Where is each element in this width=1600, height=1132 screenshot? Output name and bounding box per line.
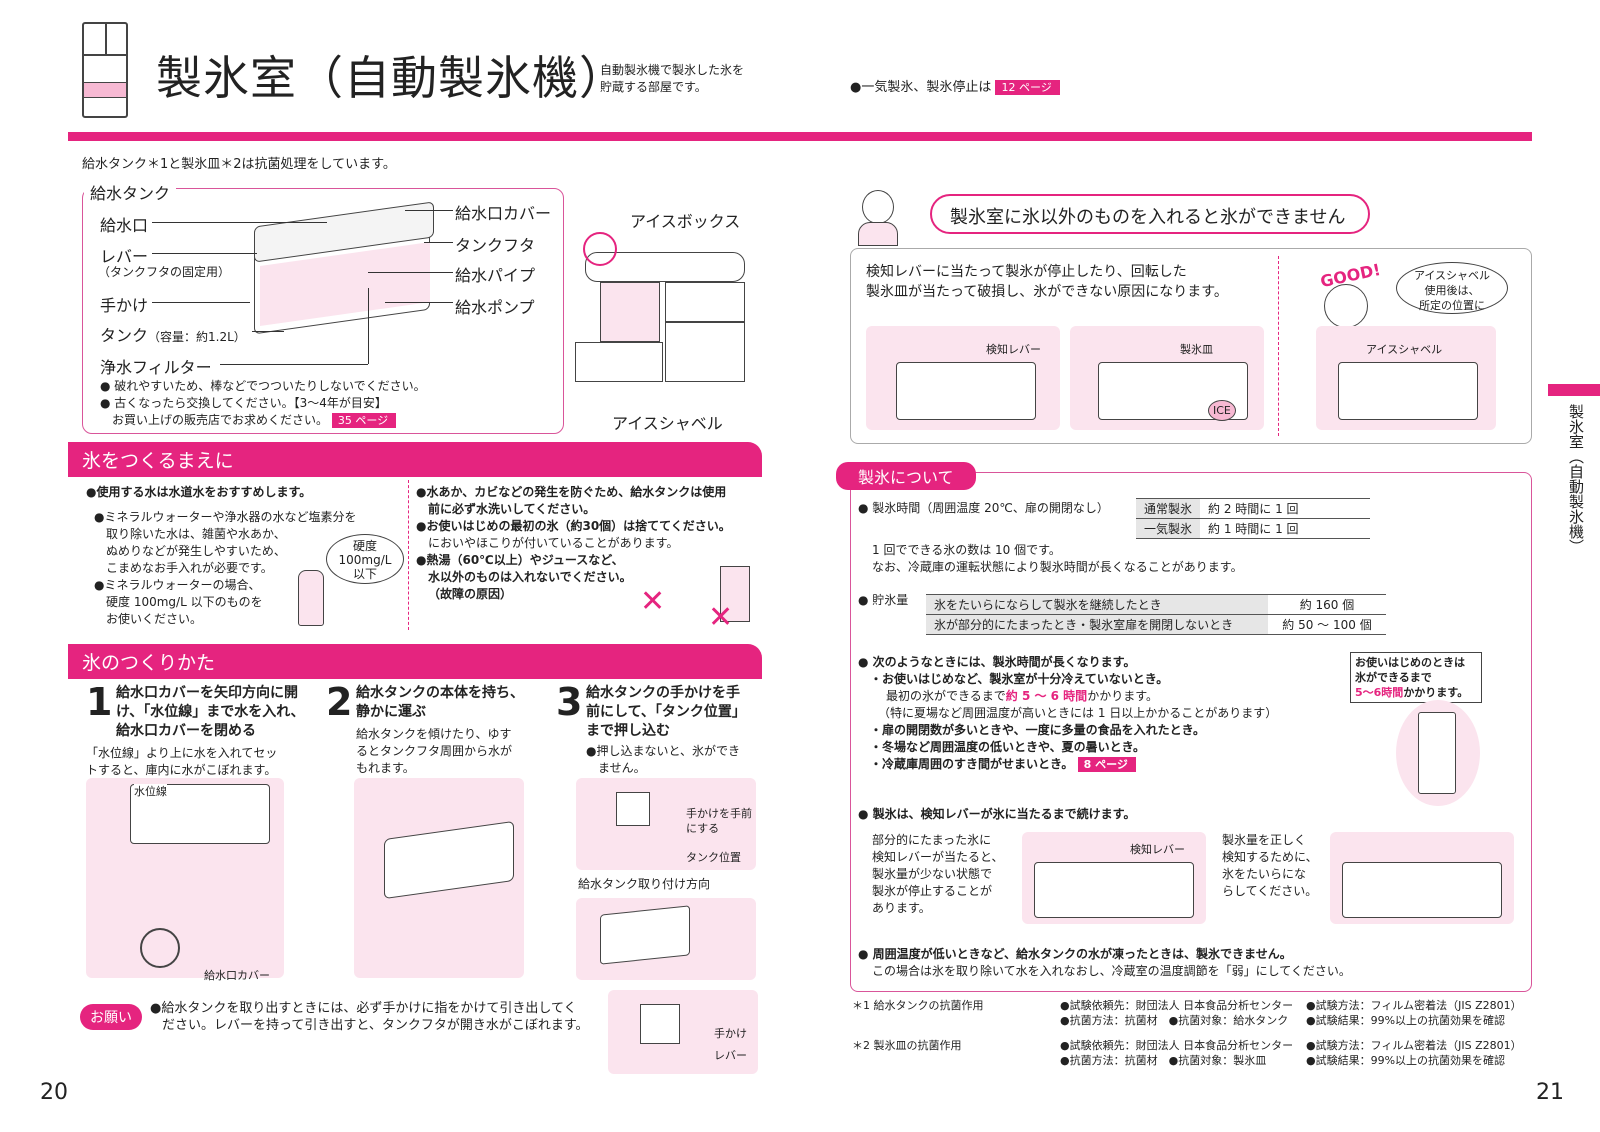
warning-label-lever: 検知レバー <box>986 343 1041 356</box>
label-handle-2: 手かけ <box>714 1027 747 1040</box>
warning-bubble: 製氷室に氷以外のものを入れると氷ができません <box>930 194 1370 234</box>
page-subtitle: 自動製氷機で製氷した氷を貯蔵する部屋です。 <box>600 63 745 94</box>
girl-avatar-good <box>1324 284 1368 328</box>
fridge-icon <box>82 22 128 118</box>
juice-carton-icon <box>720 566 750 622</box>
label-inlet-cover-2: 給水口カバー <box>204 969 270 982</box>
label-shovel: アイスシャベル <box>612 414 723 433</box>
label-lever-sub: （タンクフタの固定用） <box>98 265 231 279</box>
antibac-note: 給水タンク＊1と製氷皿＊2は抗菌処理をしています。 <box>82 157 396 172</box>
step-2-number: 2 <box>326 680 353 724</box>
storage-table: 氷をたいらにならして製氷を継続したとき約 160 個 氷が部分的にたまったとき・… <box>926 594 1386 635</box>
label-handle: 手かけ <box>100 296 149 315</box>
correct-text: 製氷量を正しく検知するために、氷をたいらにならしてください。 <box>1222 833 1318 898</box>
label-handle-front: 手かけを手前にする <box>686 807 752 835</box>
label-tank-lid: タンクフタ <box>455 236 536 255</box>
ice-time-label: ● 製氷時間（周囲温度 20℃、扉の開閉なし） <box>858 501 1109 515</box>
attach-direction-label: 給水タンク取り付け方向 <box>578 877 711 891</box>
side-tab-label: 製氷室（自動製氷機） <box>1567 404 1585 554</box>
warning-label-tray: 製氷皿 <box>1180 343 1213 356</box>
label-filter: 浄水フィルター <box>100 358 212 377</box>
ice-time-table: 通常製氷約 2 時間に 1 回 一気製氷約 1 時間に 1 回 <box>1136 498 1371 539</box>
storage-label: ● 貯氷量 <box>858 593 909 607</box>
warning-text: 検知レバーに当たって製氷が停止したり、回転した製氷皿が当たって破損し、氷ができな… <box>866 264 1228 300</box>
frozen-note: ● 周囲温度が低いときなど、給水タンクの水が凍ったときは、製氷できません。 この… <box>858 947 1351 978</box>
page-ref-8[interactable]: 8 ページ <box>1077 757 1136 772</box>
step-3-text: 給水タンクの手かけを手 前にして、「タンク位置」 まで押し込む ●押し込まないと… <box>586 685 746 775</box>
page-number-left: 20 <box>40 1080 68 1105</box>
section-how-title: 氷のつくりかた <box>68 644 762 679</box>
request-text: ●給水タンクを取り出すときには、必ず手かけに指をかけて引き出してく ださい。レバ… <box>150 1001 589 1033</box>
filter-notes: ● 破れやすいため、棒などでつついたりしないでください。 ● 古くなったら交換し… <box>100 379 426 428</box>
label-icebox: アイスボックス <box>630 212 741 231</box>
ice-count: 1 回でできる氷の数は 10 個です。なお、冷蔵庫の運転状態により製氷時間が長く… <box>872 543 1243 574</box>
no-juice-icon: ✕ <box>708 600 734 635</box>
good-bubble: アイスシャベル使用後は、所定の位置に <box>1396 262 1508 314</box>
ice-cup-label: ICE <box>1208 400 1236 421</box>
label-lever-2: レバー <box>714 1049 747 1062</box>
label-pump: 給水ポンプ <box>455 298 535 317</box>
label-lever: レバー <box>100 247 149 266</box>
tank-diagram-box <box>82 188 564 434</box>
page-number-right: 21 <box>1536 1080 1564 1105</box>
water-bottle-icon <box>298 570 324 626</box>
request-badge: お願い <box>80 1004 142 1030</box>
label-tank-position: タンク位置 <box>686 851 741 864</box>
first-use-box: お使いはじめのときは 氷ができるまで 5〜6時間かかります。 <box>1350 652 1482 703</box>
step-1-text: 給水口カバーを矢印方向に開 け、「水位線」まで水を入れ、 給水口カバーを閉める … <box>86 685 305 777</box>
partial-detect-lever: 検知レバー <box>1130 843 1185 856</box>
pull-out-illustration <box>608 990 758 1074</box>
no-hot-water-icon: ✕ <box>640 584 666 619</box>
section-before-title: 氷をつくるまえに <box>68 442 762 477</box>
before-right: ●水あか、カビなどの発生を防ぐため、給水タンクは使用 前に必ず水洗いしてください… <box>416 485 731 601</box>
fridge-circle-illustration <box>1396 700 1480 806</box>
page-ref-12[interactable]: 12 ページ <box>995 80 1060 95</box>
longer-list: ● 次のようなときには、製氷時間が長くなります。 ・お使いはじめなど、製氷室が十… <box>858 655 1278 772</box>
side-tab-bar <box>1548 384 1600 396</box>
tank-box-title: 給水タンク <box>84 180 177 204</box>
label-water-line: 水位線 <box>134 784 167 799</box>
step-3-illustration-a <box>576 778 756 870</box>
label-inlet: 給水口 <box>100 216 149 235</box>
fridge-illustration <box>575 232 750 402</box>
header-rule <box>68 132 1532 141</box>
continue-head: ● 製氷は、検知レバーが氷に当たるまで続けます。 <box>858 807 1136 821</box>
page-ref-35[interactable]: 35 ページ <box>331 413 397 428</box>
step-1-number: 1 <box>86 680 113 724</box>
label-inlet-cover: 給水口カバー <box>455 204 552 223</box>
warning-label-shovel: アイスシャベル <box>1366 343 1443 356</box>
before-left: ●使用する水は水道水をおすすめします。 ●ミネラルウォーターや浄水器の水など塩素… <box>86 485 357 626</box>
partial-text: 部分的にたまった氷に検知レバーが当たると、製氷量が少ない状態で製氷が停止すること… <box>872 833 1004 915</box>
label-pipe: 給水パイプ <box>455 266 536 285</box>
step-3-number: 3 <box>556 680 583 724</box>
girl-avatar <box>854 186 900 248</box>
label-tank: タンク（容量：約1.2L） <box>100 326 246 345</box>
one-shot-ref: ●一気製氷、製氷停止は 12 ページ <box>850 76 1060 95</box>
section-ice-title: 製氷について <box>836 462 976 490</box>
step-2-text: 給水タンクの本体を持ち、 静かに運ぶ 給水タンクを傾けたり、ゆす るとタンクフタ… <box>356 685 524 775</box>
page-title: 製氷室（自動製氷機） <box>156 51 626 105</box>
ice-section-box <box>850 472 1532 992</box>
